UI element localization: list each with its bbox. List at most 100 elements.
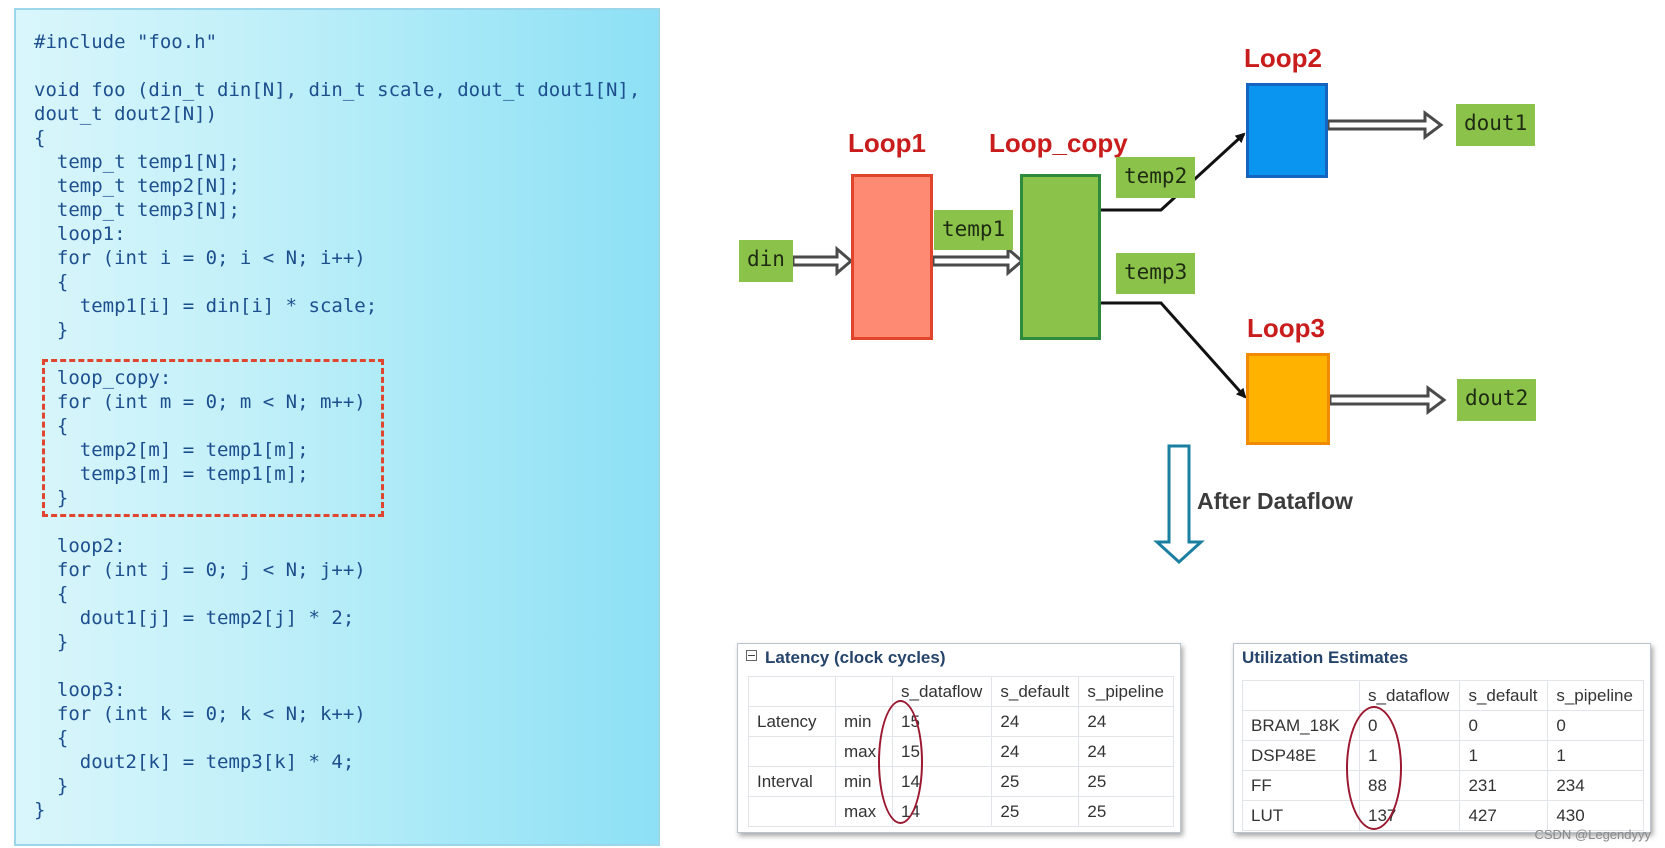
- code-line: dout2[k] = temp3[k] * 4;: [34, 751, 355, 773]
- s-dataflow-utilization-ellipse: [1346, 706, 1402, 830]
- row-label: DSP48E: [1242, 740, 1360, 771]
- table-row: max 14 25 25: [748, 796, 1174, 827]
- code-line: temp1[i] = din[i] * scale;: [34, 295, 378, 317]
- table-row: max 15 24 24: [748, 736, 1174, 767]
- header-blank-cell: [835, 676, 893, 707]
- column-header: s_pipeline: [1547, 680, 1644, 711]
- header-blank-cell: [748, 676, 836, 707]
- latency-title-text: Latency (clock cycles): [765, 648, 946, 667]
- code-line: {: [34, 271, 69, 293]
- s-dataflow-latency-ellipse: [878, 700, 923, 824]
- code-line: for (int k = 0; k < N; k++): [34, 703, 366, 725]
- row-label: FF: [1242, 770, 1360, 801]
- signal-temp1-label: temp1: [934, 210, 1014, 250]
- code-panel: #include "foo.h" void foo (din_t din[N], …: [14, 8, 660, 846]
- watermark: CSDN @Legendyyy: [1534, 827, 1651, 842]
- code-line: dout1[j] = temp2[j] * 2;: [34, 607, 355, 629]
- code-line: {: [34, 727, 69, 749]
- utilization-panel: Utilization Estimates s_dataflow s_defau…: [1233, 643, 1651, 833]
- code-line: }: [34, 775, 69, 797]
- code-listing: #include "foo.h" void foo (din_t din[N], …: [16, 10, 658, 844]
- table-row: Latency min 15 24 24: [748, 706, 1174, 737]
- loop-copy-label: Loop_copy: [989, 128, 1128, 158]
- code-line: {: [34, 415, 69, 437]
- loop-copy-highlight-box: [42, 359, 384, 517]
- code-line: #include "foo.h": [34, 31, 218, 53]
- table-row: FF 88 231 234: [1242, 770, 1644, 801]
- table-row: LUT 137 427 430: [1242, 800, 1644, 831]
- code-line: temp2[m] = temp1[m];: [34, 439, 309, 461]
- code-line: {: [34, 583, 69, 605]
- loop-copy-box: [1020, 174, 1101, 340]
- table-cell: 1: [1547, 740, 1644, 771]
- code-line: dout_t dout2[N]): [34, 103, 218, 125]
- code-line: }: [34, 319, 69, 341]
- loop3-box: [1246, 353, 1330, 445]
- after-dataflow-down-arrow: [1153, 444, 1205, 565]
- signal-dout2-label: dout2: [1457, 379, 1537, 421]
- table-cell: 24: [1078, 706, 1174, 737]
- table-cell: 231: [1459, 770, 1549, 801]
- temp1-to-loop-copy-arrow: [931, 245, 1025, 277]
- code-line: loop2:: [34, 535, 126, 557]
- row-group-label: Interval: [748, 766, 836, 797]
- code-line: loop1:: [34, 223, 126, 245]
- code-line: temp3[m] = temp1[m];: [34, 463, 309, 485]
- code-line: }: [34, 799, 46, 821]
- code-line: temp_t temp1[N];: [34, 151, 240, 173]
- din-to-loop1-arrow: [791, 245, 854, 277]
- column-header: s_default: [1459, 680, 1549, 711]
- loop1-label: Loop1: [848, 128, 926, 158]
- code-line: temp_t temp2[N];: [34, 175, 240, 197]
- code-line: loop_copy:: [34, 367, 172, 389]
- table-cell: 1: [1459, 740, 1549, 771]
- signal-din-label: din: [739, 240, 793, 282]
- temp2-connector-line: [1101, 132, 1246, 212]
- code-line: {: [34, 127, 46, 149]
- table-row: BRAM_18K 0 0 0: [1242, 710, 1644, 741]
- table-cell: 25: [991, 796, 1080, 827]
- latency-table: s_dataflow s_default s_pipeline Latency …: [748, 676, 1174, 827]
- loop1-box: [851, 174, 933, 340]
- row-group-label: [748, 736, 836, 767]
- loop3-label: Loop3: [1247, 313, 1325, 343]
- utilization-table: s_dataflow s_default s_pipeline BRAM_18K…: [1242, 680, 1644, 831]
- latency-header-row: s_dataflow s_default s_pipeline: [748, 676, 1174, 707]
- table-cell: 24: [991, 706, 1080, 737]
- loop3-to-dout2-arrow: [1328, 385, 1447, 415]
- code-line: }: [34, 631, 69, 653]
- table-cell: 0: [1547, 710, 1644, 741]
- loop2-box: [1246, 83, 1328, 178]
- signal-temp2-label: temp2: [1116, 157, 1196, 198]
- table-cell: 24: [991, 736, 1080, 767]
- row-label: LUT: [1242, 800, 1360, 831]
- row-group-label: Latency: [748, 706, 836, 737]
- table-cell: 24: [1078, 736, 1174, 767]
- code-line: for (int m = 0; m < N; m++): [34, 391, 366, 413]
- temp3-connector-line: [1101, 301, 1247, 399]
- header-blank-cell: [1242, 680, 1360, 711]
- signal-temp3-label: temp3: [1116, 253, 1196, 294]
- code-line: void foo (din_t din[N], din_t scale, dou…: [34, 79, 641, 101]
- code-line: for (int j = 0; j < N; j++): [34, 559, 366, 581]
- table-cell: 234: [1547, 770, 1644, 801]
- signal-dout1-label: dout1: [1456, 104, 1536, 146]
- column-header: s_pipeline: [1078, 676, 1174, 707]
- column-header: s_default: [991, 676, 1080, 707]
- table-cell: 430: [1547, 800, 1644, 831]
- table-row: Interval min 14 25 25: [748, 766, 1174, 797]
- utilization-header-row: s_dataflow s_default s_pipeline: [1242, 680, 1644, 711]
- table-cell: 25: [1078, 796, 1174, 827]
- table-cell: 25: [991, 766, 1080, 797]
- loop2-label: Loop2: [1244, 43, 1322, 73]
- collapse-icon[interactable]: [746, 650, 757, 661]
- code-line: loop3:: [34, 679, 126, 701]
- loop2-to-dout1-arrow: [1326, 110, 1444, 140]
- code-line: for (int i = 0; i < N; i++): [34, 247, 366, 269]
- latency-panel: Latency (clock cycles) s_dataflow s_defa…: [737, 643, 1181, 833]
- row-label: BRAM_18K: [1242, 710, 1360, 741]
- code-line: }: [34, 487, 69, 509]
- code-line: temp_t temp3[N];: [34, 199, 240, 221]
